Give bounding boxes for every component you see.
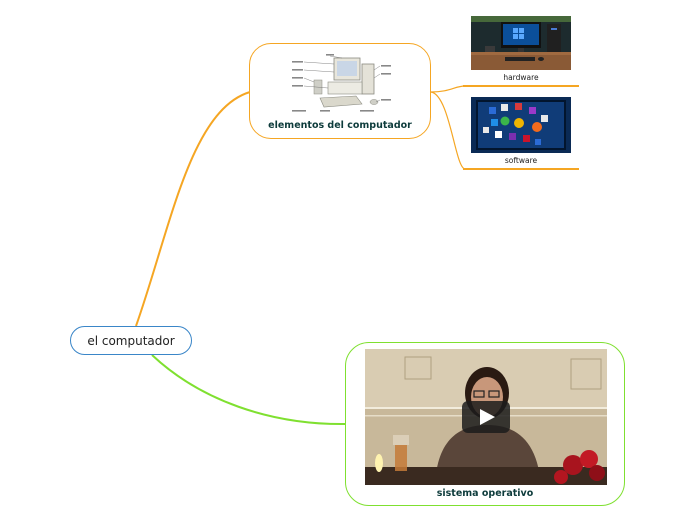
node-software[interactable]: software	[463, 95, 579, 170]
node-elementos-label: elementos del computador	[268, 120, 412, 131]
hardware-desktop-image	[471, 16, 571, 70]
play-icon	[480, 409, 495, 425]
node-sistema-label: sistema operativo	[436, 488, 534, 499]
computer-parts-diagram-image	[290, 52, 392, 116]
link-root-sistema	[151, 354, 347, 426]
root-node-label: el computador	[87, 333, 175, 348]
link-elementos-hardware	[430, 85, 466, 93]
link-root-elementos	[135, 91, 251, 327]
node-hardware-label: hardware	[503, 73, 539, 82]
root-node[interactable]: el computador	[70, 326, 192, 355]
node-elementos-del-computador[interactable]: elementos del computador	[249, 43, 431, 139]
node-hardware[interactable]: hardware	[463, 14, 579, 87]
link-elementos-software	[430, 91, 466, 170]
node-software-label: software	[504, 156, 538, 165]
sistema-operativo-video-thumbnail[interactable]	[365, 349, 607, 485]
node-sistema-operativo[interactable]: sistema operativo	[345, 342, 625, 506]
software-apps-image	[471, 97, 571, 153]
